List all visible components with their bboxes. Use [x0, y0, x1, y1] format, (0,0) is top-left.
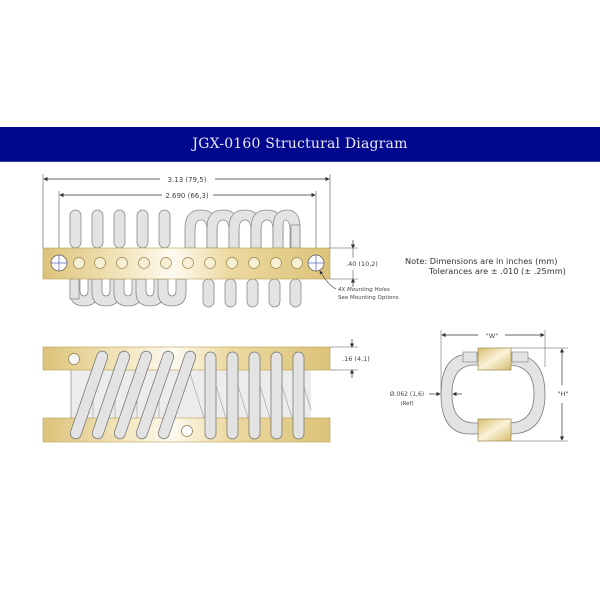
upper-clamp-block [477, 347, 512, 371]
spring-coils-bottom [69, 278, 302, 308]
overall-length-label: 3.13 (79,5) [168, 176, 207, 184]
lower-clamp-block [477, 418, 512, 442]
bar-thickness-label: .16 (4,1) [342, 355, 370, 363]
mounting-holes-callout: 4X Mounting Holes [338, 287, 390, 293]
dimensions-note: Note: Dimensions are in inches (mm) Tole… [405, 256, 566, 276]
title-banner: JGX-0160 Structural Diagram [0, 127, 600, 162]
end-view: "W" "H" Ø.062 (1,6) (Ref) [390, 330, 569, 442]
small-holes [73, 257, 303, 269]
top-view: 3.13 (79,5) 2.690 (66,3) [42, 174, 399, 308]
spring-coils-top [69, 209, 301, 249]
mounting-options-callout: See Mounting Options [338, 295, 399, 301]
page-title: JGX-0160 Structural Diagram [192, 136, 408, 152]
height-label: "H" [558, 390, 569, 398]
hole-spacing-label: 2.690 (66,3) [165, 192, 209, 200]
wire-diameter-label: Ø.062 (1,6) [390, 391, 424, 398]
note-line-tolerance: Tolerances are ± .010 (± .25mm) [429, 266, 566, 276]
mounting-holes [50, 254, 325, 272]
note-line-units: Note: Dimensions are in inches (mm) [405, 256, 558, 266]
wire-diameter-ref: (Ref) [400, 401, 413, 407]
width-label: "W" [486, 332, 498, 340]
side-view: .16 (4,1) [42, 339, 370, 443]
bar-height-label: .40 (10,2) [346, 260, 378, 268]
